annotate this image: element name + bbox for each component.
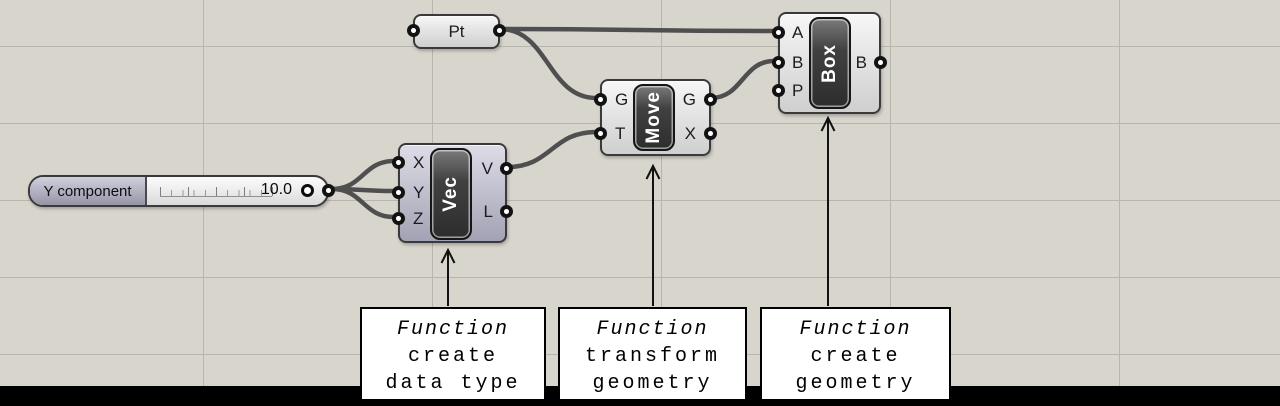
box-name-label: Box — [819, 43, 840, 83]
box-input-port-p[interactable] — [772, 84, 785, 97]
annotation-line: create — [810, 345, 901, 368]
box-output-port-b[interactable] — [874, 56, 887, 69]
vec-input-label-y: Y — [413, 183, 425, 202]
pt-label: Pt — [448, 21, 465, 41]
box-input-label-b: B — [792, 53, 804, 72]
vec-input-label-z: Z — [413, 209, 424, 228]
annotation-line: Function — [799, 318, 912, 341]
annotation-box-transform-geometry[interactable]: Function transform geometry — [558, 307, 747, 401]
component-box[interactable]: A B P Box B — [772, 12, 887, 114]
vec-name-label: Vec — [440, 176, 461, 212]
annotation-line: data type — [385, 372, 521, 395]
box-input-port-b[interactable] — [772, 56, 785, 69]
vec-output-port-v[interactable] — [500, 162, 513, 175]
slider-output-port[interactable] — [322, 184, 335, 197]
wire-vec-v-to-move-t[interactable] — [504, 129, 599, 170]
number-slider[interactable]: Y component 10.0 — [28, 175, 335, 207]
annotation-line: transform — [584, 345, 721, 368]
annotation-line: geometry — [592, 372, 713, 395]
vec-name-capsule[interactable]: Vec — [430, 148, 472, 240]
vec-output-port-l[interactable] — [500, 205, 513, 218]
annotation-line: geometry — [795, 372, 916, 395]
slider-ruler — [160, 196, 272, 197]
box-input-label-a: A — [792, 23, 804, 42]
box-name-capsule[interactable]: Box — [809, 17, 851, 109]
component-vec[interactable]: X Y Z Vec V L — [392, 143, 513, 243]
annotation-arrow-to-vec — [440, 247, 456, 306]
pt-input-port[interactable] — [407, 24, 420, 37]
slider-name-section[interactable]: Y component — [30, 177, 147, 205]
slider-ticks-major — [160, 187, 273, 196]
wire-pt-out-to-box-a[interactable] — [497, 26, 777, 34]
component-pt[interactable]: Pt — [407, 14, 506, 49]
wire-pt-out-to-move-g[interactable] — [497, 26, 599, 101]
vec-input-port-y[interactable] — [392, 186, 405, 199]
slider-value: 10.0 — [260, 181, 292, 198]
move-input-port-g[interactable] — [594, 93, 607, 106]
annotation-line: create — [407, 345, 498, 368]
move-input-label-g: G — [615, 90, 629, 109]
move-name-label: Move — [643, 91, 664, 144]
wire-slider-out-to-vec-x[interactable] — [329, 158, 397, 192]
move-output-port-x[interactable] — [704, 127, 717, 140]
box-input-label-p: P — [792, 81, 804, 100]
box-output-label-b: B — [855, 53, 867, 72]
move-name-capsule[interactable]: Move — [633, 84, 675, 151]
annotation-arrow-to-move — [645, 163, 661, 306]
annotation-box-create-data-type[interactable]: Function create data type — [360, 307, 546, 401]
vec-input-label-x: X — [413, 153, 425, 172]
wire-move-g-out-to-box-b[interactable] — [708, 58, 777, 101]
vec-input-port-z[interactable] — [392, 212, 405, 225]
move-input-port-t[interactable] — [594, 127, 607, 140]
vec-input-port-x[interactable] — [392, 156, 405, 169]
pt-output-port[interactable] — [493, 24, 506, 37]
vec-output-label-v: V — [481, 159, 493, 178]
move-output-label-x: X — [684, 124, 696, 143]
vec-output-label-l: L — [483, 202, 493, 221]
slider-label: Y component — [43, 182, 132, 200]
wire-slider-out-to-vec-z[interactable] — [329, 186, 397, 220]
move-output-label-g: G — [682, 90, 696, 109]
annotation-line: Function — [596, 318, 709, 341]
box-input-port-a[interactable] — [772, 26, 785, 39]
move-output-port-g[interactable] — [704, 93, 717, 106]
slider-grip-icon[interactable] — [301, 184, 314, 197]
annotation-line: Function — [396, 318, 509, 341]
annotation-arrow-to-box — [820, 115, 836, 306]
annotation-box-create-geometry[interactable]: Function create geometry — [760, 307, 951, 401]
move-input-label-t: T — [615, 124, 626, 143]
component-move[interactable]: G T Move G X — [594, 79, 717, 156]
